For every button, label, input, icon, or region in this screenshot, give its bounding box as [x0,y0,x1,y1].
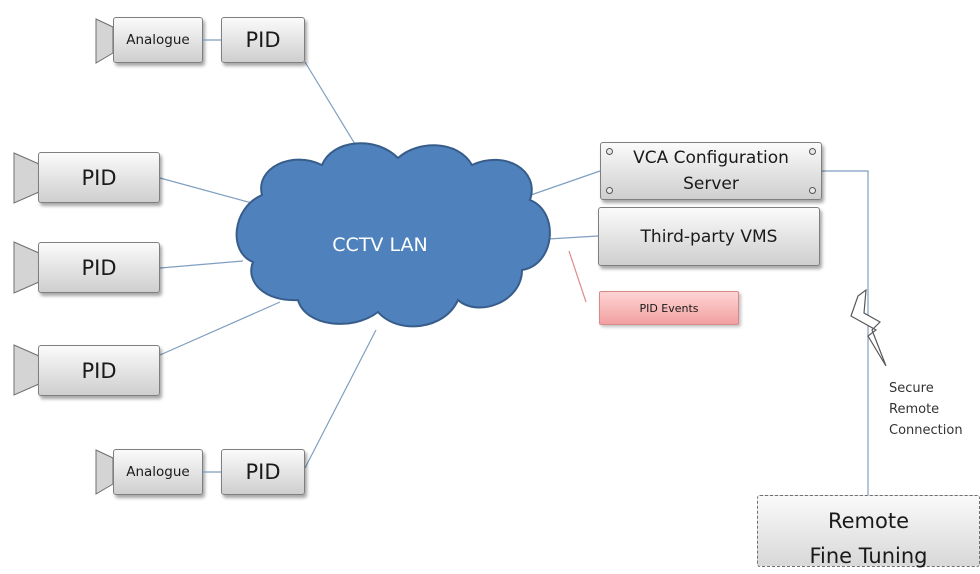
cloud-icon [235,142,551,328]
camera-icon [95,449,114,495]
screw-icon [809,187,816,194]
third-party-vms[interactable]: Third-party VMS [598,207,820,266]
analogue-encoder-bottom[interactable]: Analogue [113,449,203,495]
lightning-icon [850,288,887,367]
link-vms [547,235,599,240]
link-server [527,170,601,197]
camera-icon [95,18,114,64]
remote-label-line1: Remote [827,509,910,533]
vca-configuration-server[interactable]: VCA Configuration Server [600,142,822,200]
server-label-line2: Server [683,174,739,194]
events-pointer [568,250,587,303]
camera-icon [13,152,40,204]
link-pid-left-3 [159,301,281,356]
screw-icon [809,148,816,155]
pid-events-callout: PID Events [599,291,739,325]
link-pid-bottom [304,329,377,469]
camera-icon [13,344,40,396]
secure-label-line1: Secure [889,381,934,396]
analogue-encoder-top[interactable]: Analogue [113,17,203,63]
link-remote [822,170,869,495]
pid-node-bottom[interactable]: PID [221,449,305,495]
remote-fine-tuning[interactable]: Remote Fine Tuning [757,495,980,568]
secure-label-line2: Remote [889,402,940,417]
camera-icon [13,241,40,294]
screw-icon [606,148,613,155]
secure-label-line3: Connection [889,423,963,438]
screw-icon [606,187,613,194]
server-label-line1: VCA Configuration [633,148,789,168]
cloud-label: CCTV LAN [332,234,428,256]
secure-connection-label: Secure Remote Connection [889,378,963,441]
pid-node-left-3[interactable]: PID [38,345,160,396]
pid-node-left-2[interactable]: PID [38,242,160,293]
pid-node-left-1[interactable]: PID [38,152,160,203]
link-pid-left-2 [159,260,244,269]
pid-node-top[interactable]: PID [221,17,305,63]
remote-label-line2: Fine Tuning [809,544,928,568]
